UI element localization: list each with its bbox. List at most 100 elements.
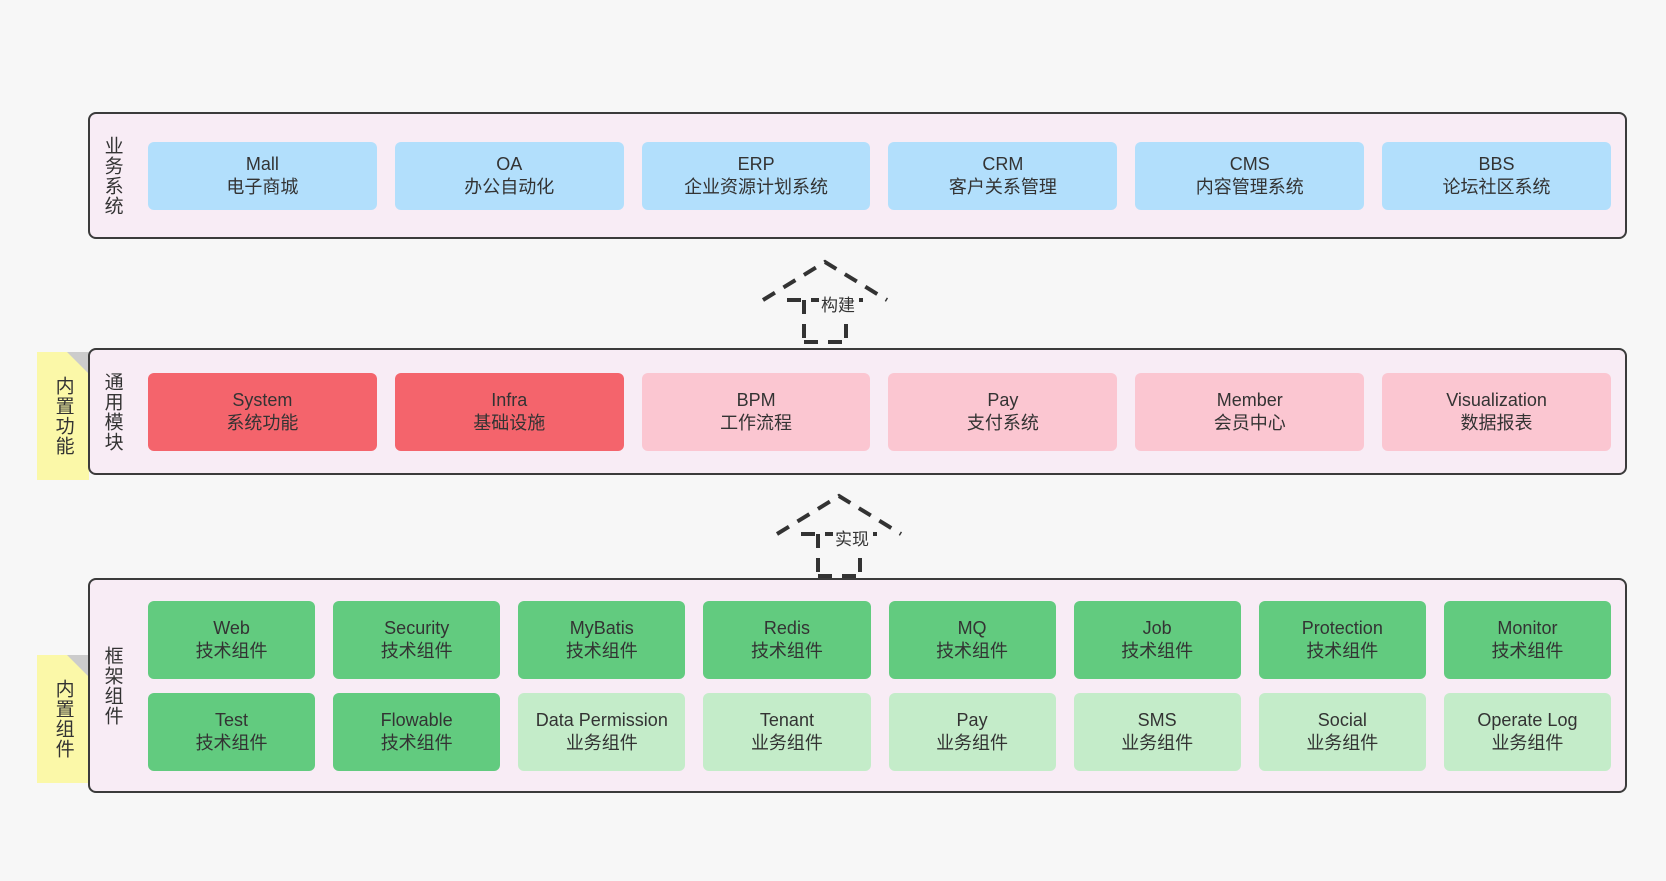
arrow-build: 构建: [757, 258, 907, 344]
card-title: Pay: [987, 389, 1019, 410]
card-title: Protection: [1301, 617, 1383, 638]
business-card-crm[interactable]: CRM 客户关系管理: [888, 141, 1118, 210]
card-subtitle: 支付系统: [966, 412, 1039, 433]
layer-body-framework-component: Web 技术组件 Security 技术组件 MyBatis 技术组件 Redi…: [134, 580, 1625, 791]
arrow-label-build: 构建: [819, 291, 857, 316]
card-subtitle: 技术组件: [195, 732, 268, 753]
common-card-member[interactable]: Member 会员中心: [1135, 372, 1365, 451]
card-title: Web: [213, 617, 250, 638]
layer-title-business-system: 业务系统: [101, 135, 123, 216]
card-subtitle: 技术组件: [1121, 640, 1194, 661]
common-card-visualization[interactable]: Visualization 数据报表: [1382, 372, 1611, 451]
card-title: Visualization: [1446, 389, 1547, 410]
business-card-erp[interactable]: ERP 企业资源计划系统: [641, 141, 871, 210]
framework-card-flowable[interactable]: Flowable 技术组件: [333, 692, 501, 771]
note-text: 内置组件: [52, 679, 74, 759]
card-subtitle: 业务组件: [750, 732, 823, 753]
card-title: Member: [1216, 389, 1283, 410]
card-title: Infra: [491, 389, 528, 410]
framework-card-pay[interactable]: Pay 业务组件: [888, 692, 1056, 771]
card-subtitle: 业务组件: [565, 732, 638, 753]
framework-business-row: Test 技术组件 Flowable 技术组件 Data Permission …: [148, 692, 1611, 771]
business-card-oa[interactable]: OA 办公自动化: [394, 141, 624, 210]
framework-card-social[interactable]: Social 业务组件: [1258, 692, 1426, 771]
common-card-infra[interactable]: Infra 基础设施: [394, 372, 624, 451]
card-title: Monitor: [1497, 617, 1558, 638]
card-title: Social: [1317, 709, 1367, 730]
layer-framework-component: 框架组件 Web 技术组件 Security 技术组件 MyBatis 技术组件…: [88, 578, 1627, 793]
card-subtitle: 数据报表: [1460, 412, 1533, 433]
card-subtitle: 业务组件: [1306, 732, 1379, 753]
card-title: Redis: [763, 617, 810, 638]
framework-card-security[interactable]: Security 技术组件: [333, 600, 501, 679]
card-title: Data Permission: [535, 709, 668, 730]
framework-card-tenant[interactable]: Tenant 业务组件: [703, 692, 871, 771]
card-subtitle: 技术组件: [936, 640, 1009, 661]
card-subtitle: 论坛社区系统: [1442, 176, 1551, 197]
layer-body-common-module: System 系统功能 Infra 基础设施 BPM 工作流程 Pay 支付系统…: [134, 350, 1625, 473]
framework-tech-row: Web 技术组件 Security 技术组件 MyBatis 技术组件 Redi…: [148, 600, 1611, 679]
common-card-system[interactable]: System 系统功能: [148, 372, 377, 451]
card-title: CRM: [982, 153, 1024, 174]
framework-card-data-permission[interactable]: Data Permission 业务组件: [518, 692, 686, 771]
note-builtin-feature: 内置功能: [37, 352, 89, 480]
card-title: Mall: [245, 153, 279, 174]
card-subtitle: 技术组件: [565, 640, 638, 661]
card-subtitle: 企业资源计划系统: [684, 176, 829, 197]
framework-card-protection[interactable]: Protection 技术组件: [1258, 600, 1426, 679]
framework-card-mq[interactable]: MQ 技术组件: [888, 600, 1056, 679]
note-fold-corner-icon: [67, 352, 89, 374]
card-title: CMS: [1229, 153, 1270, 174]
framework-card-sms[interactable]: SMS 业务组件: [1073, 692, 1241, 771]
card-subtitle: 系统功能: [226, 412, 299, 433]
card-subtitle: 工作流程: [720, 412, 793, 433]
common-card-row: System 系统功能 Infra 基础设施 BPM 工作流程 Pay 支付系统…: [148, 372, 1611, 451]
layer-title-common-module: 通用模块: [101, 371, 123, 452]
framework-card-test[interactable]: Test 技术组件: [148, 692, 316, 771]
arrow-label-implement: 实现: [833, 525, 871, 550]
layer-body-business-system: Mall 电子商城 OA 办公自动化 ERP 企业资源计划系统 CRM 客户关系…: [134, 114, 1625, 237]
card-subtitle: 技术组件: [380, 640, 453, 661]
common-card-bpm[interactable]: BPM 工作流程: [641, 372, 871, 451]
card-subtitle: 基础设施: [473, 412, 546, 433]
card-subtitle: 业务组件: [1121, 732, 1194, 753]
card-title: Flowable: [380, 709, 453, 730]
card-subtitle: 电子商城: [226, 176, 299, 197]
business-card-bbs[interactable]: BBS 论坛社区系统: [1382, 141, 1611, 210]
card-title: SMS: [1137, 709, 1177, 730]
note-fold-corner-icon: [67, 655, 89, 677]
layer-common-module: 通用模块 System 系统功能 Infra 基础设施 BPM 工作流程 Pay…: [88, 348, 1627, 475]
card-subtitle: 客户关系管理: [948, 176, 1057, 197]
card-title: Job: [1142, 617, 1172, 638]
layer-title-framework-component: 框架组件: [101, 645, 123, 726]
arrow-implement: 实现: [771, 492, 921, 578]
common-card-pay[interactable]: Pay 支付系统: [888, 372, 1118, 451]
note-builtin-component: 内置组件: [37, 655, 89, 783]
framework-card-web[interactable]: Web 技术组件: [148, 600, 316, 679]
card-subtitle: 技术组件: [1491, 640, 1564, 661]
card-title: Security: [384, 617, 450, 638]
card-title: BBS: [1478, 153, 1515, 174]
framework-card-operate-log[interactable]: Operate Log 业务组件: [1443, 692, 1611, 771]
card-subtitle: 技术组件: [750, 640, 823, 661]
card-subtitle: 内容管理系统: [1195, 176, 1304, 197]
framework-card-job[interactable]: Job 技术组件: [1073, 600, 1241, 679]
card-subtitle: 办公自动化: [464, 176, 555, 197]
card-title: MQ: [957, 617, 987, 638]
card-title: MyBatis: [569, 617, 634, 638]
business-card-cms[interactable]: CMS 内容管理系统: [1135, 141, 1365, 210]
framework-card-monitor[interactable]: Monitor 技术组件: [1443, 600, 1611, 679]
card-title: System: [232, 389, 293, 410]
layer-business-system: 业务系统 Mall 电子商城 OA 办公自动化 ERP 企业资源计划系统 CRM…: [88, 112, 1627, 239]
card-title: Tenant: [759, 709, 814, 730]
business-card-row: Mall 电子商城 OA 办公自动化 ERP 企业资源计划系统 CRM 客户关系…: [148, 141, 1611, 210]
card-subtitle: 会员中心: [1213, 412, 1286, 433]
framework-card-redis[interactable]: Redis 技术组件: [703, 600, 871, 679]
card-subtitle: 技术组件: [195, 640, 268, 661]
business-card-mall[interactable]: Mall 电子商城: [148, 141, 377, 210]
card-title: Operate Log: [1477, 709, 1578, 730]
card-title: BPM: [736, 389, 776, 410]
note-text: 内置功能: [52, 376, 74, 456]
framework-card-mybatis[interactable]: MyBatis 技术组件: [518, 600, 686, 679]
